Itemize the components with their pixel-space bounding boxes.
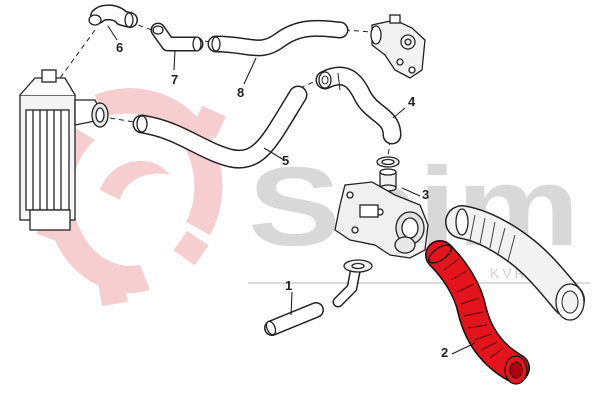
watermark: Seim KVRL [36, 88, 590, 307]
label-part-5: 5 [282, 153, 289, 168]
part-labels: 6 7 8 4 5 3 1 2 [116, 40, 448, 360]
label-part-1: 1 [285, 278, 292, 293]
label-part-3: 3 [422, 187, 429, 202]
label-part-2: 2 [441, 345, 448, 360]
part-4-curved-hose [315, 66, 402, 145]
small-bent-pipe [332, 259, 373, 308]
thermostat-housing [370, 14, 426, 79]
part-1-straight-hose [264, 302, 324, 336]
callout-lines [107, 25, 476, 355]
part-2-highlighted-hose [425, 240, 530, 385]
intercooler [19, 69, 109, 231]
air-intake-duct [445, 205, 585, 321]
label-part-6: 6 [116, 40, 123, 55]
part-7-elbow-tube [150, 22, 204, 52]
label-part-4: 4 [408, 94, 416, 109]
label-part-7: 7 [171, 72, 178, 87]
part-3-seal-and-sleeve [376, 156, 400, 192]
part-6-elbow-connector [88, 4, 138, 28]
turbo-housing [334, 181, 429, 259]
part-5-long-intercooler-hose [132, 85, 308, 169]
label-part-8: 8 [237, 85, 244, 100]
part-8-long-bent-hose [207, 19, 349, 57]
